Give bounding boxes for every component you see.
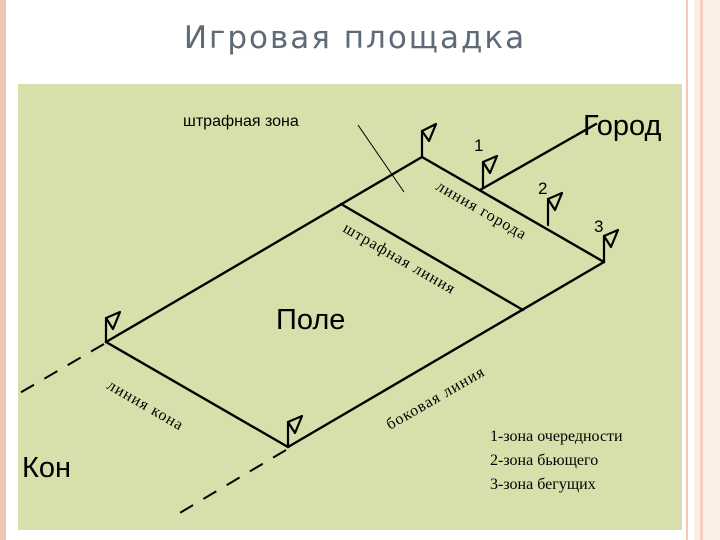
flag-icon bbox=[602, 228, 620, 264]
flag-icon bbox=[286, 414, 304, 449]
kon-line bbox=[104, 340, 290, 449]
flag-icon bbox=[546, 191, 564, 227]
field-label: Поле bbox=[276, 304, 345, 336]
penalty-zone-pointer bbox=[357, 124, 405, 193]
slide-border-left bbox=[0, 0, 6, 540]
penalty-line bbox=[339, 202, 525, 312]
kon-dashed-extension-upper bbox=[18, 343, 105, 395]
legend-item-2: 2-зона бьющего bbox=[490, 452, 598, 469]
flag-icon bbox=[481, 154, 499, 190]
penalty-zone-label: штрафная зона bbox=[183, 113, 299, 130]
legend-item-1: 1-зона очередности bbox=[490, 428, 623, 445]
playground-diagram: штрафная зона Город Поле Кон 1 2 3 линия… bbox=[18, 84, 682, 530]
legend-item-3: 3-зона бегущих bbox=[490, 476, 596, 493]
page-title: Игровая площадка bbox=[183, 20, 527, 56]
field-background bbox=[18, 84, 682, 530]
city-line bbox=[420, 155, 606, 264]
zone-number-3: 3 bbox=[594, 217, 603, 236]
slide-border-right bbox=[686, 0, 688, 540]
flag-icon bbox=[420, 122, 438, 159]
side-line bbox=[286, 260, 606, 449]
zone-number-2: 2 bbox=[538, 179, 547, 198]
city-flag-line bbox=[478, 122, 598, 192]
flag-icon bbox=[104, 310, 122, 344]
kon-label: Кон bbox=[22, 452, 71, 484]
slide-border-right-band bbox=[694, 0, 720, 540]
city-label: Город bbox=[583, 110, 662, 142]
field-top-edge bbox=[104, 155, 424, 344]
slide-border-right-stripe bbox=[700, 0, 703, 540]
legend: 1-зона очередности 2-зона бьющего 3-зона… bbox=[490, 428, 623, 493]
kon-dashed-extension-lower bbox=[177, 449, 287, 515]
zone-number-1: 1 bbox=[474, 136, 483, 155]
